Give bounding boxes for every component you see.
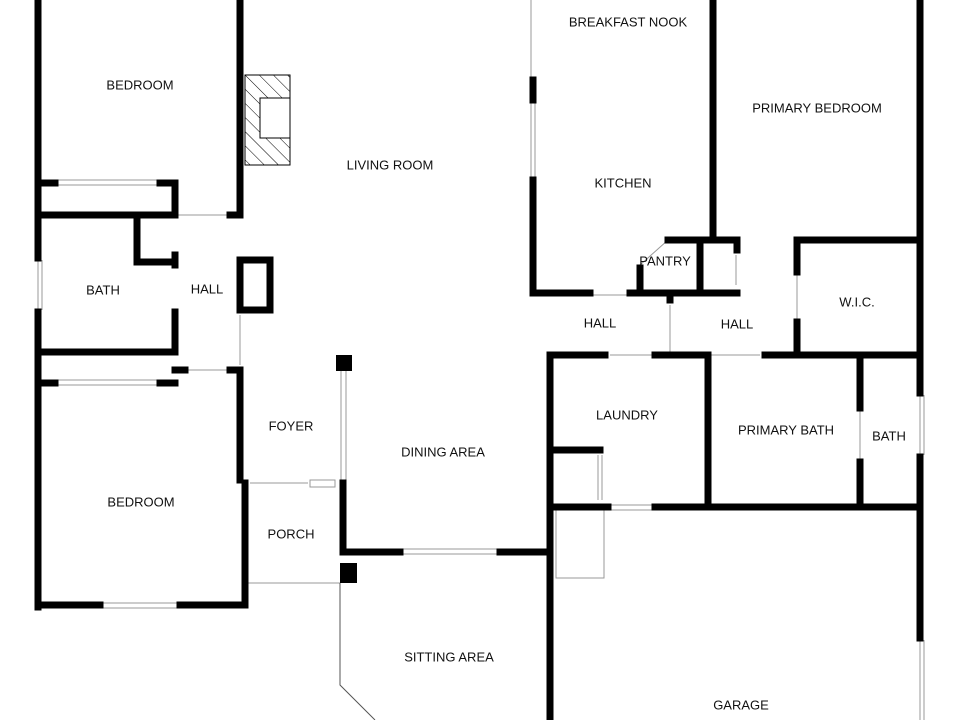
room-label-hall: HALL [583, 315, 617, 331]
room-label-primary-bedroom: PRIMARY BEDROOM [752, 100, 882, 116]
columns [336, 355, 357, 583]
room-label-pantry: PANTRY [639, 253, 691, 269]
room-label-breakfast-nook: BREAKFAST NOOK [568, 14, 688, 30]
room-label-sitting-area: SITTING AREA [404, 649, 494, 665]
room-label-dining-area: DINING AREA [401, 444, 485, 460]
walls [34, 0, 924, 720]
fireplace [244, 74, 291, 166]
room-label-hall: HALL [190, 281, 224, 297]
room-label-bedroom: BEDROOM [106, 77, 174, 93]
room-label-living-room: LIVING ROOM [346, 157, 434, 173]
room-label-porch: PORCH [267, 526, 315, 542]
room-label-foyer: FOYER [268, 418, 314, 434]
room-label-bath: BATH [86, 282, 120, 298]
room-label-garage: GARAGE [713, 697, 769, 713]
room-label-bedroom: BEDROOM [107, 494, 175, 510]
room-label-kitchen: KITCHEN [594, 175, 652, 191]
room-label-hall: HALL [720, 316, 754, 332]
room-label-laundry: LAUNDRY [596, 407, 658, 423]
room-label-primary-bath: PRIMARY BATH [737, 422, 835, 438]
windows-doors [37, 0, 925, 720]
room-label-wic: W.I.C. [839, 294, 875, 310]
room-label-bath: BATH [872, 428, 906, 444]
